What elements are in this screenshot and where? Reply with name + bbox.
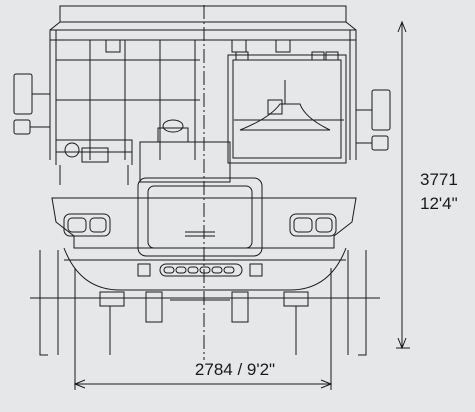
left-handrail (55, 139, 133, 185)
front-bumper (51, 197, 357, 291)
right-mirror (356, 89, 391, 151)
left-mirror (13, 73, 50, 135)
width-value: 2784 / 9'2" (194, 360, 276, 379)
right-headlight (289, 213, 337, 237)
dump-body-canopy (49, 5, 357, 160)
height-dimension-line (396, 20, 410, 350)
front-wheels (39, 250, 367, 356)
height-value-ft: 12'4" (420, 194, 458, 213)
width-dimension-line (73, 268, 333, 390)
height-value-mm: 3771 (420, 170, 458, 189)
engine-hood (139, 119, 231, 183)
operator-cab (227, 51, 347, 164)
marker-lights (137, 263, 263, 277)
radiator-grille (137, 177, 263, 257)
left-headlight (63, 213, 111, 237)
